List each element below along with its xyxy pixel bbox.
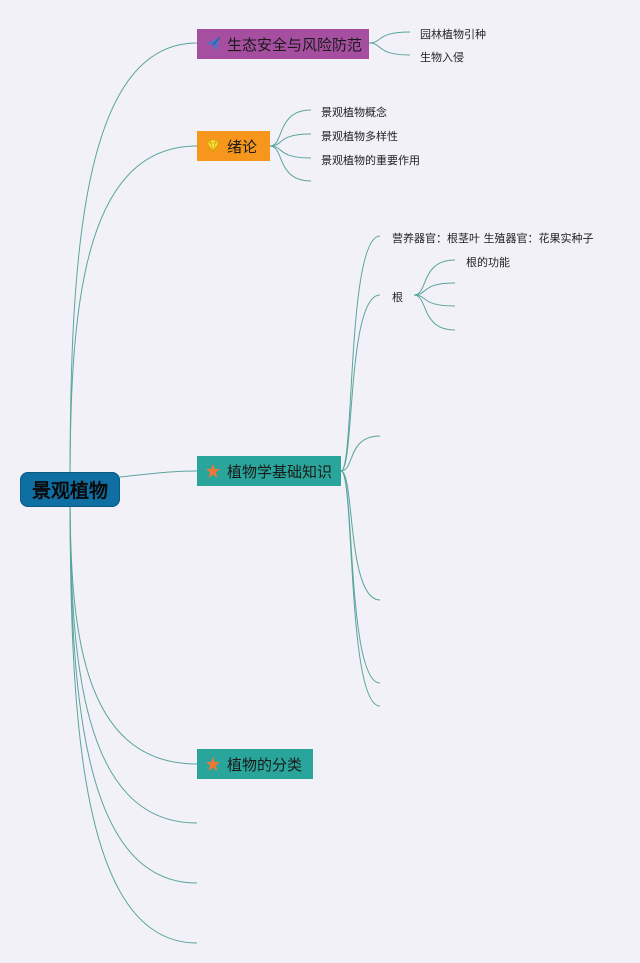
root-node[interactable]: 景观植物 [20, 472, 120, 507]
paper-plane-icon [205, 36, 221, 52]
leaf-plant-introduction[interactable]: 园林植物引种 [420, 28, 486, 41]
topic-label: 植物的分类 [227, 755, 303, 774]
branch-root-child-1 [413, 282, 456, 296]
branch-leaf-diversity [269, 133, 312, 147]
diamond-icon [205, 138, 221, 154]
branch-empty-3 [69, 488, 198, 944]
leaf-concept[interactable]: 景观植物概念 [321, 106, 387, 119]
star-icon [205, 756, 221, 772]
topic-botany-basics[interactable]: 植物学基础知识 [197, 456, 341, 486]
branch-botany-child-2 [340, 435, 381, 472]
branch-botany-child-1 [340, 294, 381, 472]
branch-botany-child-0 [340, 235, 381, 472]
branch-leaf-importance [269, 145, 312, 159]
topic-eco-safety[interactable]: 生态安全与风险防范 [197, 29, 369, 59]
branch-botany-child-5 [340, 470, 381, 707]
branch-root-child-0 [413, 259, 456, 296]
star-icon [205, 463, 221, 479]
branch-empty-2 [69, 488, 198, 884]
topic-label: 植物学基础知识 [227, 462, 333, 481]
branch-leaf-concept [269, 109, 312, 147]
topic-label: 生态安全与风险防范 [227, 35, 363, 54]
branch-to-classification [69, 488, 198, 765]
branch-leaf-empty [269, 145, 312, 182]
topic-plant-classification[interactable]: 植物的分类 [197, 749, 313, 779]
branch-botany-child-3 [340, 470, 381, 601]
leaf-importance[interactable]: 景观植物的重要作用 [321, 154, 420, 167]
branch-to-intro [69, 145, 198, 490]
branch-to-botany [119, 470, 198, 478]
branch-root-child-3 [413, 294, 456, 331]
leaf-root[interactable]: 根 [392, 291, 403, 304]
branch-leaf-introduction [368, 31, 411, 44]
branch-to-eco [69, 42, 198, 490]
leaf-bio-invasion[interactable]: 生物入侵 [420, 51, 464, 64]
topic-introduction[interactable]: 绪论 [197, 131, 270, 161]
leaf-root-function[interactable]: 根的功能 [466, 256, 510, 269]
branch-empty-1 [69, 488, 198, 824]
leaf-diversity[interactable]: 景观植物多样性 [321, 130, 398, 143]
branch-root-child-2 [413, 294, 456, 307]
branch-leaf-invasion [368, 42, 411, 56]
leaf-organs[interactable]: 营养器官：根茎叶 生殖器官：花果实种子 [392, 232, 594, 245]
topic-label: 绪论 [227, 137, 258, 156]
